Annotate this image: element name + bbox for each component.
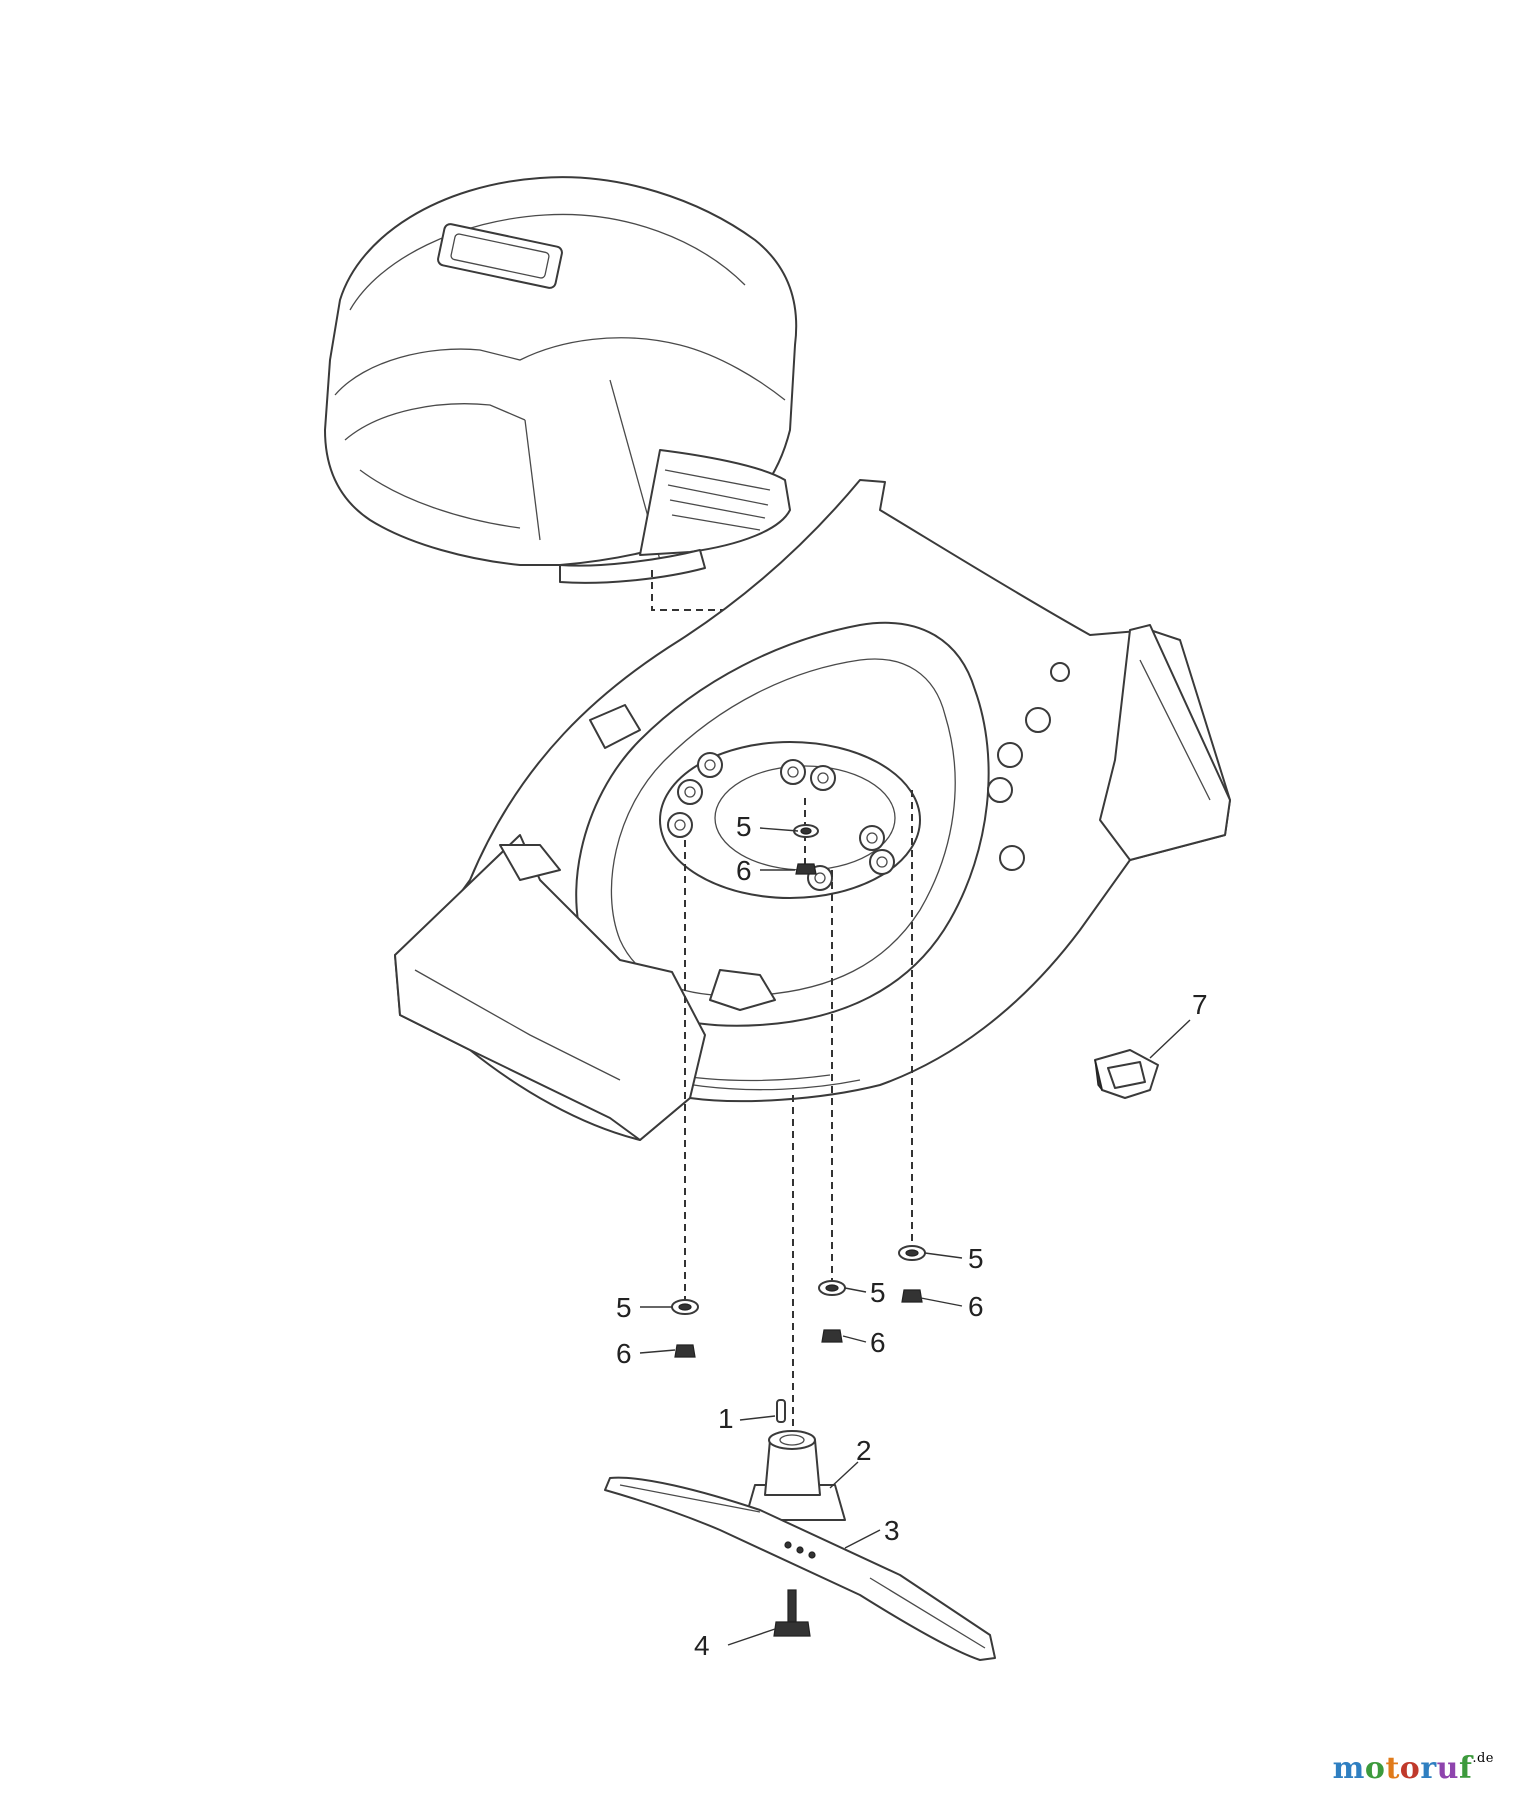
callout-6-mid: 6 — [870, 1327, 886, 1358]
callout-6-right: 6 — [968, 1291, 984, 1322]
nut-right — [901, 1289, 923, 1303]
callout-7: 7 — [1192, 989, 1208, 1020]
callout-5-top: 5 — [736, 811, 752, 842]
watermark-suffix: .de — [1472, 1751, 1494, 1766]
nut-top — [795, 863, 817, 875]
watermark-letter: u — [1436, 1751, 1459, 1786]
motor-housing — [324, 176, 798, 584]
watermark-letter: t — [1385, 1751, 1400, 1786]
key-pin — [776, 1399, 786, 1423]
watermark-letter: f — [1458, 1751, 1473, 1786]
watermark-letter: m — [1332, 1751, 1365, 1786]
brand-badge — [437, 223, 563, 289]
nut-mid — [821, 1329, 843, 1343]
callout-3: 3 — [884, 1515, 900, 1546]
watermark-letter: o — [1399, 1751, 1421, 1786]
part-clip — [1094, 1049, 1159, 1099]
callout-5-mid: 5 — [870, 1277, 886, 1308]
washer-mid — [818, 1280, 846, 1296]
callout-5-right: 5 — [968, 1243, 984, 1274]
mower-deck — [394, 479, 1231, 1141]
callout-1: 1 — [718, 1403, 734, 1434]
blade — [604, 1476, 996, 1661]
callout-2: 2 — [856, 1435, 872, 1466]
blade-bolt — [773, 1589, 811, 1637]
watermark-letter: o — [1364, 1751, 1386, 1786]
callout-5-left: 5 — [616, 1292, 632, 1323]
watermark-text: motoruf — [1333, 1751, 1473, 1786]
leader-lines — [639, 827, 1191, 1646]
callout-6-left: 6 — [616, 1338, 632, 1369]
washer-right — [898, 1245, 926, 1261]
washer-left — [671, 1299, 699, 1315]
watermark-logo: motoruf.de — [1333, 1751, 1494, 1786]
callout-4: 4 — [694, 1630, 710, 1661]
callout-labels: 5 6 7 5 6 5 6 5 6 1 2 3 4 — [616, 811, 1208, 1661]
watermark-letter: r — [1420, 1751, 1437, 1786]
blade-adapter — [744, 1430, 846, 1521]
nut-left — [674, 1344, 696, 1358]
callout-6-top: 6 — [736, 855, 752, 886]
